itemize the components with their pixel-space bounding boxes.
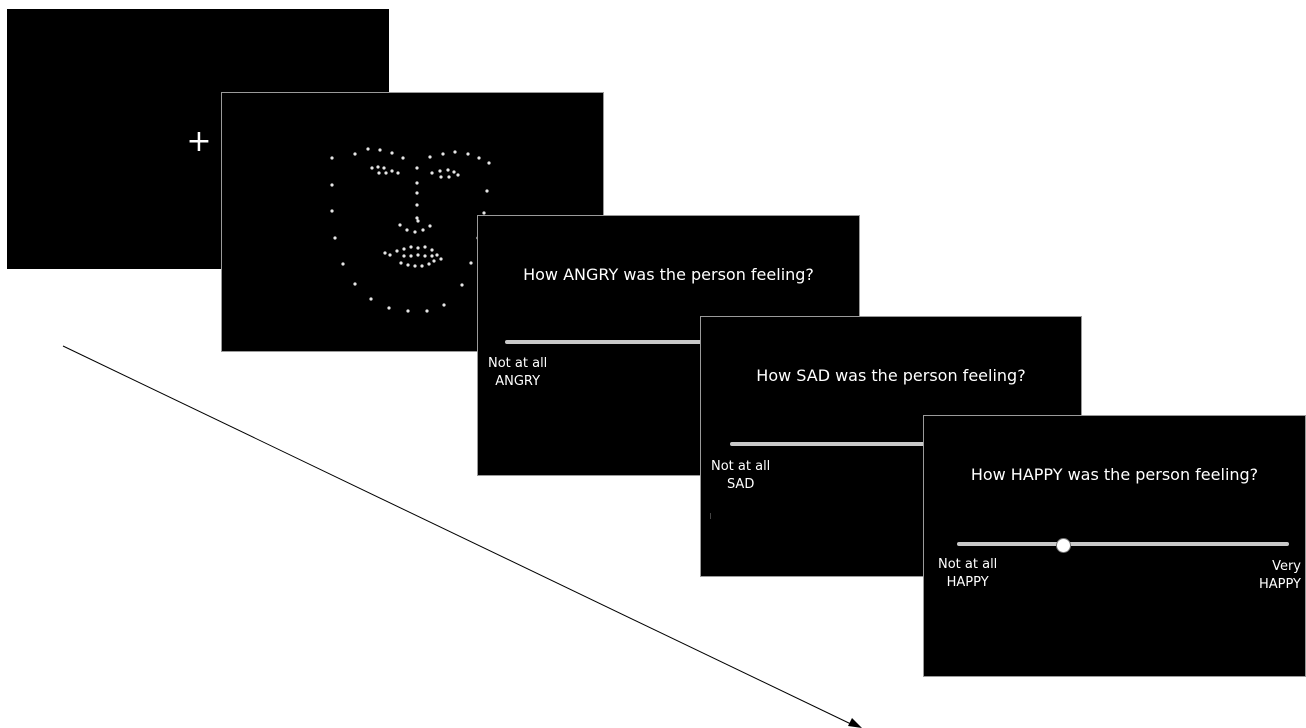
face-point-dot (415, 181, 419, 185)
face-point-dot (425, 309, 429, 313)
angry-anchor-low: Not at all ANGRY (488, 355, 547, 391)
face-point-dot (409, 245, 413, 249)
face-point-dot (415, 166, 419, 170)
face-point-dot (430, 171, 434, 175)
face-point-dot (446, 168, 450, 172)
face-point-dot (415, 203, 419, 207)
face-point-dot (330, 156, 334, 160)
face-point-dot (435, 253, 439, 257)
happy-rating-slider-thumb[interactable] (1056, 538, 1072, 553)
face-point-dot (353, 282, 357, 286)
face-point-dot (406, 309, 410, 313)
happy-rating-slider-track[interactable] (957, 542, 1289, 546)
face-point-dot (428, 224, 432, 228)
face-point-dot (353, 152, 357, 156)
face-point-dot (460, 283, 464, 287)
face-point-dot (387, 306, 391, 310)
face-point-dot (396, 171, 400, 175)
happy-anchor-high-line2: HAPPY (1258, 577, 1301, 592)
face-point-dot (383, 251, 387, 255)
face-point-dot (384, 171, 388, 175)
face-point-dot (413, 264, 417, 268)
face-point-dot (369, 297, 373, 301)
face-point-dot (415, 191, 419, 195)
face-point-dot (447, 175, 451, 179)
happy-anchor-low-line1: Not at all (938, 557, 998, 572)
face-point-dot (330, 183, 334, 187)
face-point-dot (416, 246, 420, 250)
sad-anchor-low: Not at all SAD (711, 458, 770, 494)
face-point-dot (438, 169, 442, 173)
face-point-dot (330, 209, 334, 213)
face-point-dot (415, 216, 419, 220)
face-point-dot (441, 152, 445, 156)
face-point-dot (402, 254, 406, 258)
sad-anchor-low-line2: SAD (726, 477, 755, 492)
face-point-dot (406, 263, 410, 267)
face-point-dot (398, 223, 402, 227)
happy-anchor-high-line1: Very (1272, 559, 1301, 574)
face-point-dot (485, 189, 489, 193)
face-point-dot (420, 264, 424, 268)
face-point-dot (395, 249, 399, 253)
point-light-face (330, 147, 491, 313)
angry-rating-slider-track[interactable] (505, 340, 859, 344)
face-point-dot (416, 253, 420, 257)
face-point-dot (453, 150, 457, 154)
face-point-dot (428, 155, 432, 159)
face-point-dot (405, 228, 409, 232)
face-point-dot (487, 161, 491, 165)
face-point-dot (439, 175, 443, 179)
face-point-dot (469, 261, 473, 265)
face-point-dot (366, 147, 370, 151)
angry-anchor-low-line1: Not at all (488, 356, 548, 371)
face-point-dot (390, 169, 394, 173)
face-point-dot (423, 245, 427, 249)
face-point-dot (427, 262, 431, 266)
face-point-dot (388, 253, 392, 257)
face-point-dot (376, 165, 380, 169)
face-point-dot (423, 254, 427, 258)
happy-anchor-low-line2: HAPPY (946, 575, 989, 590)
face-point-dot (482, 211, 486, 215)
face-point-dot (341, 262, 345, 266)
sad-anchor-low-line1: Not at all (711, 459, 771, 474)
face-point-dot (370, 166, 374, 170)
angry-anchor-low-line2: ANGRY (495, 374, 541, 389)
happy-rating-screen: How HAPPY was the person feeling? Not at… (923, 415, 1306, 677)
face-point-dot (390, 151, 394, 155)
face-point-dot (439, 257, 443, 261)
face-point-dot (430, 248, 434, 252)
fixation-cross: + (186, 124, 212, 159)
sad-rating-slider-track[interactable] (730, 442, 1081, 446)
face-point-dot (432, 259, 436, 263)
face-point-dot (382, 166, 386, 170)
happy-question: How HAPPY was the person feeling? (970, 465, 1259, 484)
angry-question: How ANGRY was the person feeling? (523, 265, 814, 284)
face-point-dot (377, 171, 381, 175)
time-arrow-head (848, 718, 862, 728)
face-point-dot (333, 236, 337, 240)
time-arrow-line (62, 345, 854, 726)
face-point-dot (416, 219, 420, 223)
face-point-dot (477, 156, 481, 160)
face-point-dot (399, 261, 403, 265)
face-point-dot (413, 230, 417, 234)
face-point-dot (409, 254, 413, 258)
face-point-dot (421, 228, 425, 232)
sad-cursor-mark (710, 513, 711, 519)
face-point-dot (442, 303, 446, 307)
happy-anchor-low: Not at all HAPPY (938, 556, 997, 592)
face-point-dot (466, 152, 470, 156)
happy-anchor-high: Very HAPPY (1259, 558, 1301, 594)
face-point-dot (430, 254, 434, 258)
face-point-dot (452, 170, 456, 174)
face-point-dot (456, 173, 460, 177)
face-point-dot (401, 156, 405, 160)
sad-question: How SAD was the person feeling? (756, 366, 1026, 385)
face-point-dot (402, 247, 406, 251)
face-point-dot (378, 148, 382, 152)
